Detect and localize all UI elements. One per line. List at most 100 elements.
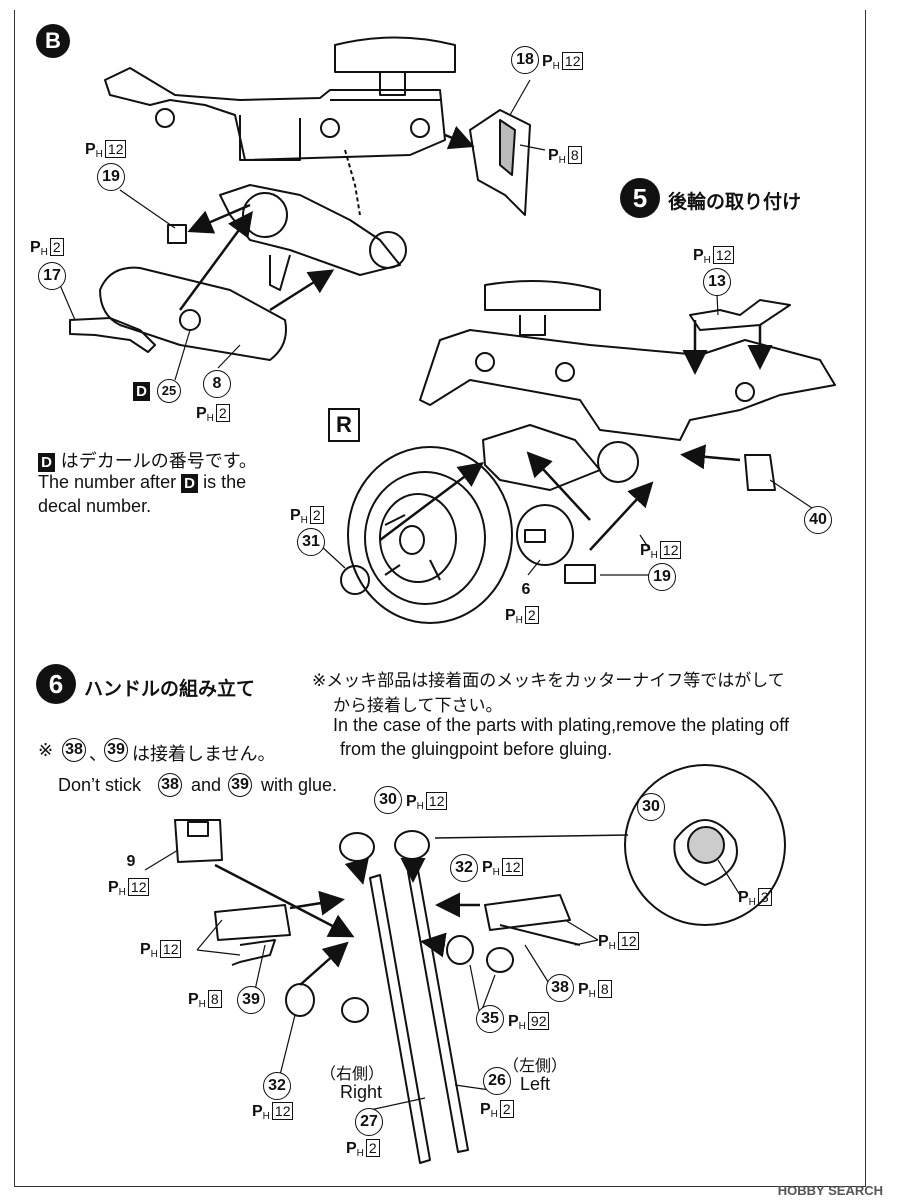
ph-h: H <box>198 999 206 1010</box>
paint-code: 2 <box>524 606 539 624</box>
ph-p: P <box>598 933 609 950</box>
ph-h: H <box>118 887 126 898</box>
ph-h: H <box>518 1021 526 1032</box>
part-26-label: 26 <box>483 1067 511 1095</box>
paint-code: 2 <box>49 238 64 256</box>
ph-p: P <box>693 247 704 264</box>
ph-h: H <box>150 949 158 960</box>
glue-part-38-en-label: 38 <box>158 773 182 797</box>
watermark: HOBBY SEARCH <box>777 1183 883 1198</box>
paint-code: 3 <box>757 888 772 906</box>
part-18-shape <box>469 109 531 216</box>
paint-code: 12 <box>501 858 524 876</box>
ph-p: P <box>290 507 301 524</box>
right-side-en: Right <box>340 1082 383 1102</box>
step-6-badge: 6 <box>36 664 76 704</box>
left-side-jp: （左側） <box>503 1056 568 1075</box>
glue-part-39-en-label: 39 <box>228 773 252 797</box>
part-31-hub <box>340 565 370 595</box>
ph-p: P <box>640 542 651 559</box>
ph-p: P <box>30 239 41 256</box>
paint-code: 12 <box>271 1102 294 1120</box>
paint-code: 2 <box>499 1100 514 1118</box>
part-19-label: 19 <box>97 163 125 191</box>
ph-p: P <box>480 1101 491 1118</box>
ph-p: P <box>108 879 119 896</box>
ph-h: H <box>650 550 658 561</box>
rear-wheel-r-label: R <box>328 408 360 442</box>
ph-h: H <box>492 867 500 878</box>
ph-h: H <box>95 149 103 160</box>
ph-h: H <box>558 155 566 166</box>
part-18-label: 18 <box>511 46 539 74</box>
glue-note-en-b: with glue. <box>261 775 338 795</box>
paint-code: 12 <box>659 541 682 559</box>
paint-code: 92 <box>527 1012 550 1030</box>
part-25-label: 25 <box>157 379 181 403</box>
part-30-detail-label: 30 <box>637 793 665 821</box>
part-32-lower-label: 32 <box>263 1072 291 1100</box>
decal-note-en-line1: The number after D is the <box>38 472 246 493</box>
ph-p: P <box>548 147 559 164</box>
decal-25-label: D <box>133 381 150 401</box>
paint-code: 2 <box>309 506 324 524</box>
ph-h: H <box>552 61 560 72</box>
glue-note-jp: ※ <box>38 740 53 761</box>
ph-p: P <box>542 53 553 70</box>
part-13-label: 13 <box>703 268 731 296</box>
detail-callout <box>624 764 786 926</box>
plating-note-en-2: from the gluingpoint before gluing. <box>340 739 613 759</box>
ph-h: H <box>703 255 711 266</box>
ph-h: H <box>40 247 48 258</box>
ph-p: P <box>482 859 493 876</box>
glue-note-end: は接着しません。 <box>132 744 276 765</box>
part-40-label: 40 <box>804 506 832 534</box>
ph-p: P <box>252 1103 263 1120</box>
part-38-label: 38 <box>546 974 574 1002</box>
ph-h: H <box>588 989 596 1000</box>
chain-case <box>99 266 287 361</box>
ph-h: H <box>206 413 214 424</box>
section-b-badge: B <box>36 24 70 58</box>
glue-note-en-a: Don’t stick <box>58 775 142 795</box>
part-39-label: 39 <box>237 986 265 1014</box>
ph-p: P <box>508 1013 519 1030</box>
paint-code: 12 <box>561 52 584 70</box>
decal-note-en-b: is the <box>203 472 247 492</box>
step5-frame-assembly <box>419 280 836 491</box>
decal-note-jp: D はデカールの番号です。 <box>38 447 257 473</box>
right-side-jp: （右側） <box>320 1064 385 1083</box>
paint-code: 8 <box>207 990 222 1008</box>
part-32-upper-label: 32 <box>450 854 478 882</box>
decal-marker: D <box>181 474 199 493</box>
ph-h: H <box>356 1148 364 1159</box>
ph-p: P <box>578 981 589 998</box>
glue-note-en-and: and <box>191 775 222 795</box>
paint-code: 12 <box>159 940 182 958</box>
part-27-label: 27 <box>355 1108 383 1136</box>
ph-p: P <box>346 1140 357 1157</box>
ph-h: H <box>608 941 616 952</box>
ph-h: H <box>515 615 523 626</box>
part-6-label: 6 <box>513 577 539 603</box>
step-5-badge: 5 <box>620 178 660 218</box>
glue-note-sep: 、 <box>89 744 107 765</box>
